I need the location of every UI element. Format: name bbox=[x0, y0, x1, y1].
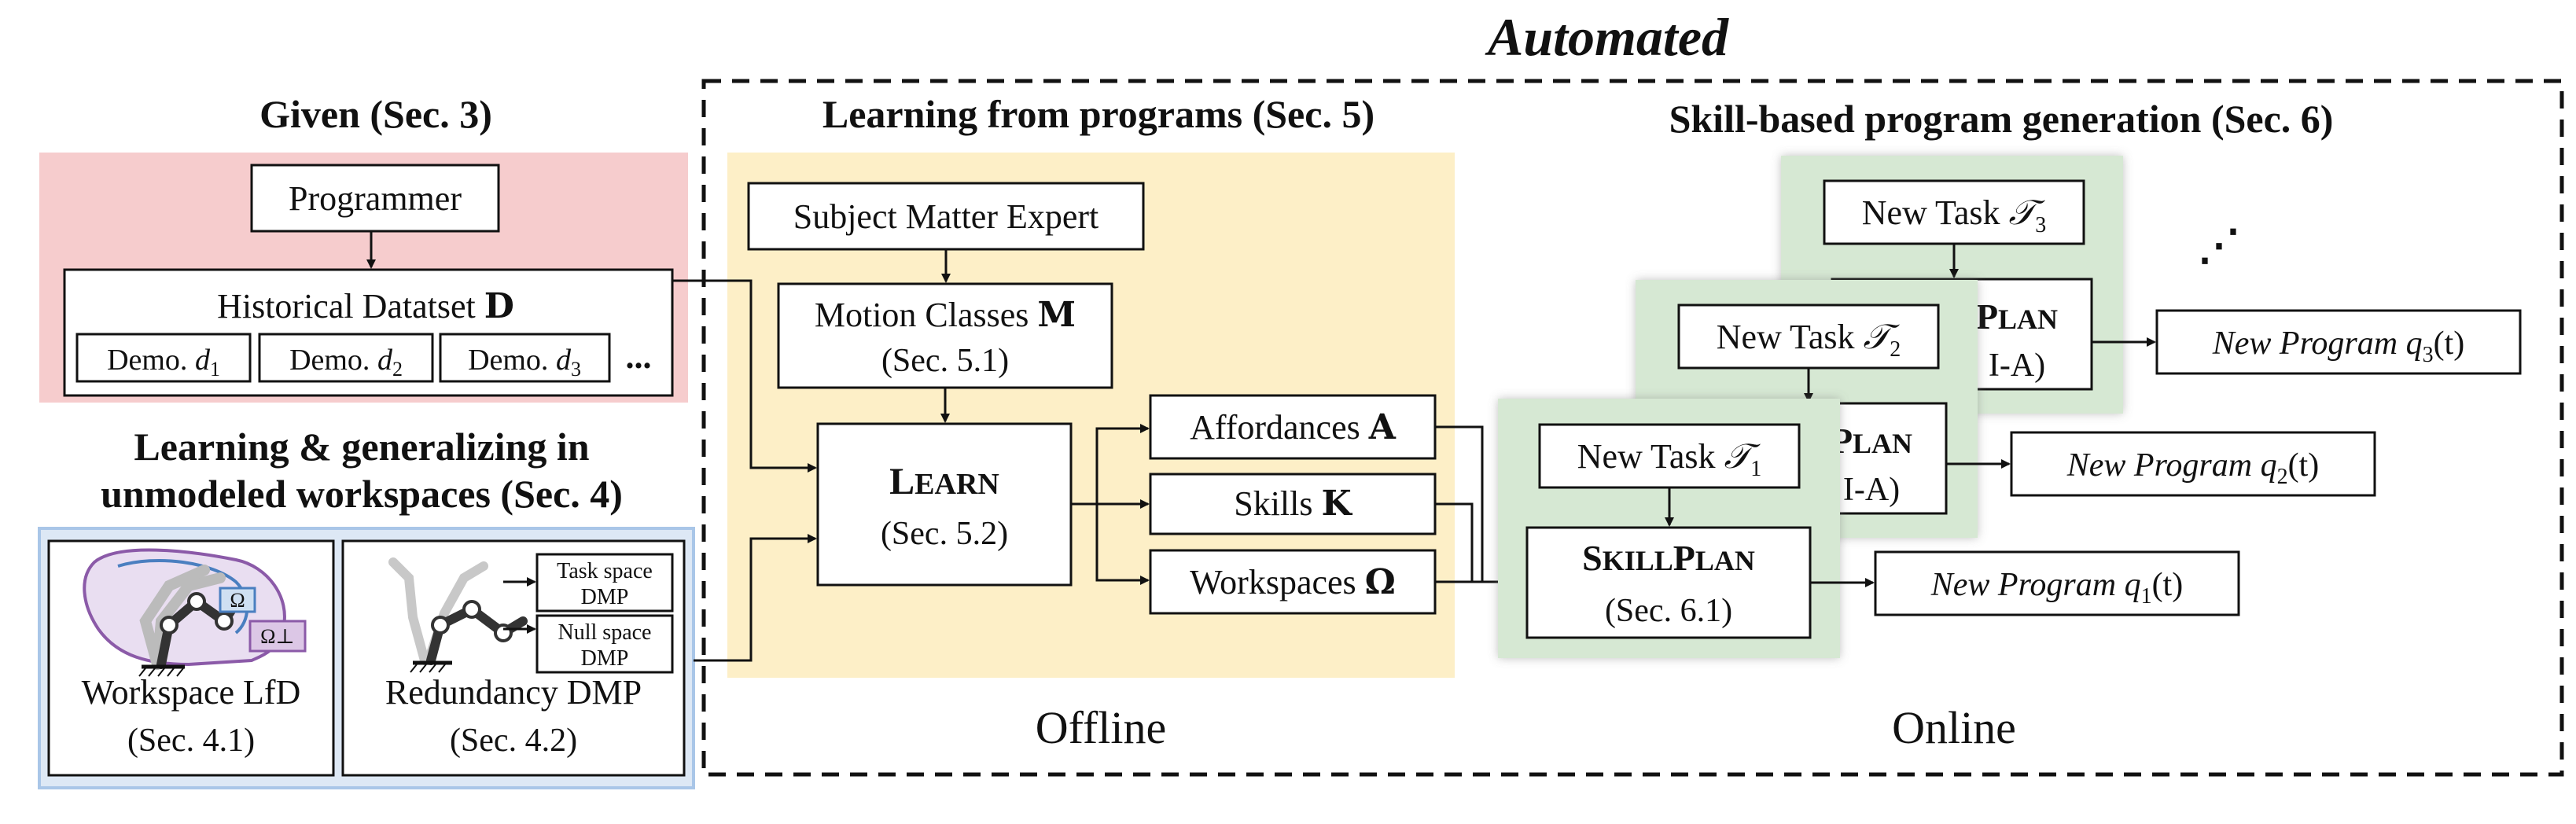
omega-label: Ω bbox=[230, 589, 245, 612]
redundancy-joints bbox=[431, 600, 513, 642]
automated-title: Automated bbox=[1485, 7, 1729, 67]
automated-frame bbox=[701, 79, 2564, 777]
learn-box bbox=[816, 422, 1073, 587]
program-3-box bbox=[2155, 309, 2522, 375]
null-space-label-1: Null space bbox=[558, 620, 652, 645]
program-2-box bbox=[2010, 431, 2376, 497]
task-1-box bbox=[1538, 423, 1801, 489]
demo-ellipsis: ... bbox=[626, 337, 652, 376]
workspace-lfd-label: Workspace LfD bbox=[82, 673, 301, 712]
skillplan-2-sec: I-A) bbox=[1843, 472, 1900, 508]
more-tasks-dots: ⋰ bbox=[2198, 222, 2240, 269]
learn-to-workspaces-arrow bbox=[1095, 504, 1150, 585]
omega-perp-box bbox=[248, 620, 307, 653]
motion-classes-sec: (Sec. 5.1) bbox=[881, 343, 1009, 379]
task-space-label-1: Task space bbox=[557, 559, 653, 583]
learning-title: Learning from programs (Sec. 5) bbox=[822, 92, 1374, 136]
programmer-label: Programmer bbox=[289, 179, 462, 218]
demo-1-label: Demo. d1 bbox=[107, 344, 220, 381]
generation-title: Skill-based program generation (Sec. 6) bbox=[1669, 97, 2334, 141]
task-2-label: New Task 𝒯2 bbox=[1717, 318, 1901, 362]
learning-generalizing-title-1: Learning & generalizing in bbox=[134, 425, 589, 469]
given-title: Given (Sec. 3) bbox=[259, 92, 492, 136]
dataset-to-learn-arrow bbox=[672, 279, 817, 473]
skillplan-3-sec: I-A) bbox=[1989, 348, 2045, 384]
demo-3-label: Demo. d3 bbox=[468, 344, 581, 381]
offline-label: Offline bbox=[1036, 702, 1166, 753]
historical-dataset-label: Historical Datatset D bbox=[217, 286, 514, 326]
null-space-label-2: DMP bbox=[581, 646, 629, 671]
online-label: Online bbox=[1892, 702, 2016, 753]
learn-label: LEARN bbox=[889, 461, 999, 502]
affordances-label: Affordances A bbox=[1190, 407, 1397, 447]
skillplan-3-partial: PLAN bbox=[1976, 296, 2058, 337]
task-space-label-2: DMP bbox=[581, 585, 629, 609]
workspace-inner-curve bbox=[117, 558, 249, 635]
skills-box bbox=[1149, 473, 1437, 535]
workspace-to-learn-arrow bbox=[694, 534, 817, 662]
robot-base-hatch bbox=[138, 668, 184, 677]
task-2-box bbox=[1677, 303, 1940, 370]
redundancy-dmp-sec: (Sec. 4.2) bbox=[450, 723, 577, 759]
motion-classes-box bbox=[777, 282, 1113, 389]
robot-joints bbox=[160, 592, 234, 635]
demo-1-box bbox=[75, 333, 252, 383]
sme-label: Subject Matter Expert bbox=[793, 197, 1099, 236]
task-space-dmp-box bbox=[535, 553, 674, 612]
null-space-dmp-box bbox=[535, 614, 674, 674]
demo-3-box bbox=[439, 333, 611, 383]
affordances-box bbox=[1149, 394, 1437, 460]
program-2-label: New Program q2(t) bbox=[2066, 447, 2319, 489]
program-1-box bbox=[1874, 550, 2240, 616]
motion-classes-label: Motion Classes M bbox=[815, 295, 1076, 335]
learning-generalizing-title-2: unmodeled workspaces (Sec. 4) bbox=[101, 472, 623, 516]
robot-arm-ghosts bbox=[139, 565, 226, 670]
programmer-box bbox=[250, 164, 500, 233]
omega-box bbox=[219, 587, 256, 613]
demo-2-box bbox=[258, 333, 434, 383]
workspaces-label: Workspaces Ω bbox=[1190, 562, 1396, 602]
task-1-label: New Task 𝒯1 bbox=[1577, 437, 1761, 481]
skills-label: Skills K bbox=[1234, 484, 1352, 524]
demo-row: Demo. d1 Demo. d2 Demo. d3 ... bbox=[75, 333, 652, 383]
program-3-label: New Program q3(t) bbox=[2212, 326, 2464, 367]
redundancy-dmp-label: Redundancy DMP bbox=[385, 673, 642, 712]
skillplan-1-label: SKILLPLAN bbox=[1582, 538, 1755, 578]
redundancy-illustration bbox=[388, 557, 536, 673]
redundancy-base-hatch bbox=[410, 664, 446, 673]
workspace-lfd-illustration: Ω Ω⊥ bbox=[83, 548, 307, 677]
workspace-lfd-sec: (Sec. 4.1) bbox=[127, 723, 255, 759]
skillplan-1-sec: (Sec. 6.1) bbox=[1605, 593, 1732, 629]
learn-sec: (Sec. 5.2) bbox=[881, 516, 1008, 552]
demo-2-label: Demo. d2 bbox=[289, 344, 403, 381]
program-1-label: New Program q1(t) bbox=[1930, 567, 2183, 609]
omega-perp-label: Ω⊥ bbox=[260, 625, 295, 648]
task-3-label: New Task 𝒯3 bbox=[1862, 193, 2046, 237]
